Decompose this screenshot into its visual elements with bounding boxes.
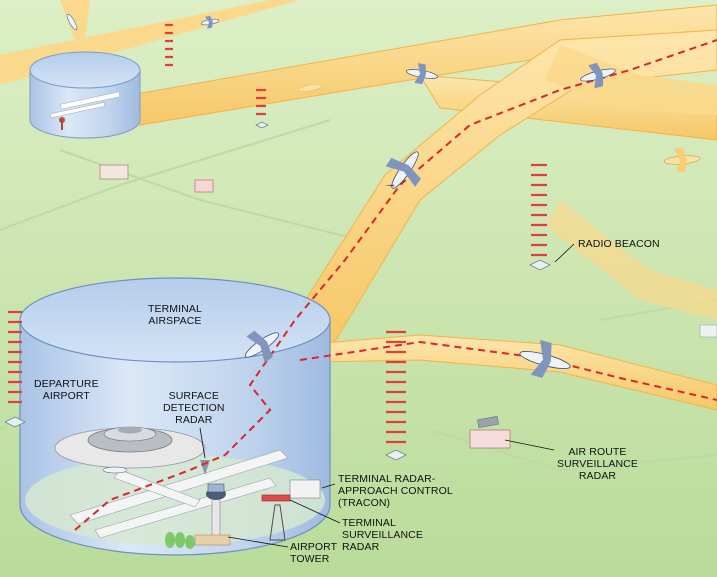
label-air-route-surveillance-radar: AIR ROUTE SURVEILLANCE RADAR: [557, 446, 638, 482]
label-line: SURVEILLANCE: [342, 529, 423, 541]
aircraft-climbing: [384, 151, 421, 189]
departure-terminal-building: [54, 426, 206, 469]
ground-buildings: [99, 164, 717, 449]
aircraft-top: [200, 15, 220, 29]
beacon-radio: [531, 163, 547, 257]
terminal-radar-structure: [261, 494, 291, 541]
label-line: AIRPORT: [42, 390, 90, 402]
label-line: RADAR: [342, 541, 380, 553]
aircraft-upper-center: [405, 63, 439, 85]
air-route-radar-building: [469, 429, 511, 449]
label-line: DEPARTURE: [34, 378, 99, 390]
label-line: SURVEILLANCE: [557, 458, 638, 470]
aircraft-right-yellow: [663, 147, 701, 173]
aircraft-top-left: [66, 13, 78, 31]
beacon-top-2: [256, 88, 266, 116]
terminal-airspace-cylinder: [19, 277, 331, 556]
label-line: (TRACON): [338, 497, 391, 509]
label-line: RADAR: [175, 414, 213, 426]
label-line: TERMINAL RADAR-: [338, 473, 436, 485]
label-line: APPROACH CONTROL: [338, 485, 453, 497]
beacon-left: [8, 310, 22, 404]
label-airport-tower: AIRPORT TOWER: [290, 541, 337, 565]
remote-terminal-airspace: [29, 51, 141, 139]
aircraft-terminal: [244, 330, 280, 363]
trees: [165, 532, 195, 549]
leader-lines: [199, 243, 575, 548]
label-line: RADIO BEACON: [578, 238, 660, 250]
tracon-building: [289, 479, 321, 499]
label-line: TERMINAL: [148, 303, 202, 315]
label-departure-airport: DEPARTURE AIRPORT: [34, 378, 99, 402]
beacon-bases: [4, 121, 551, 461]
label-line: DETECTION: [163, 402, 225, 414]
label-surface-detection-radar: SURFACE DETECTION RADAR: [163, 390, 225, 426]
aircraft-upper-right: [580, 62, 616, 89]
label-line: RADAR: [578, 470, 617, 482]
radar-signals: [8, 23, 547, 444]
beacon-top-1: [165, 23, 173, 67]
label-line: SURFACE: [168, 390, 219, 402]
label-line: AIRPORT: [290, 541, 338, 553]
label-terminal-surveillance-radar: TERMINAL SURVEILLANCE RADAR: [342, 517, 423, 553]
aircraft-ground: [102, 466, 128, 474]
label-radio-beacon: RADIO BEACON: [578, 238, 660, 250]
label-line: AIRSPACE: [148, 315, 202, 327]
aircraft-faint: [297, 84, 323, 92]
label-terminal-airspace: TERMINAL AIRSPACE: [148, 303, 202, 327]
airport-tower-structure: [194, 483, 231, 546]
aircraft-enroute: [519, 340, 571, 378]
label-line: TERMINAL: [342, 517, 396, 529]
label-line: AIR ROUTE: [568, 446, 627, 458]
aircraft: [66, 13, 701, 474]
beacon-center: [386, 330, 406, 444]
label-tracon: TERMINAL RADAR- APPROACH CONTROL (TRACON…: [338, 473, 453, 509]
label-line: TOWER: [290, 553, 330, 565]
